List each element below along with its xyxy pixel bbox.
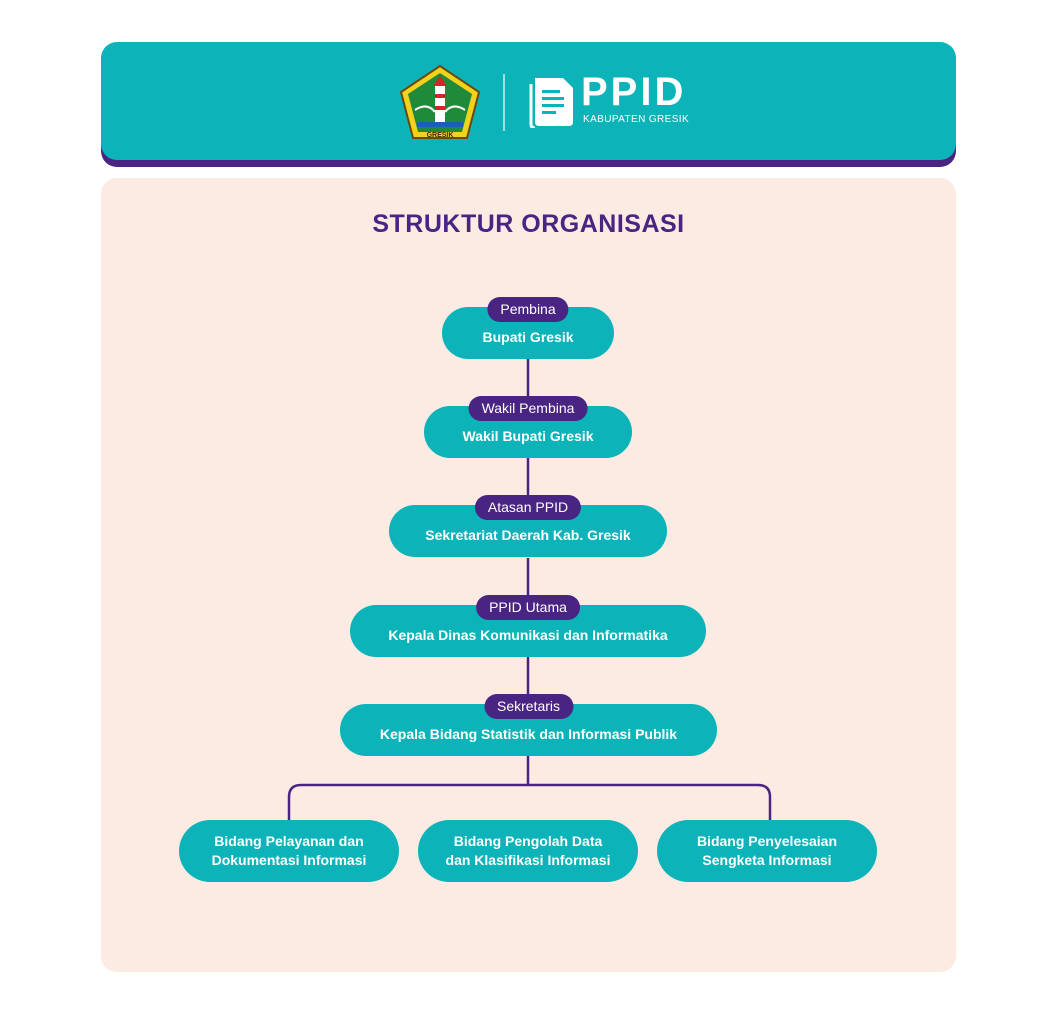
org-node-pembina: Bupati Gresik Pembina — [442, 297, 614, 359]
brand-title: PPID — [581, 70, 687, 114]
crest-caption: GRESIK — [427, 132, 454, 139]
gresik-crest-logo: GRESIK — [399, 64, 481, 139]
brand-subtitle: KABUPATEN GRESIK — [583, 114, 690, 125]
org-structure-panel: STRUKTUR ORGANISASI Bupati Gresik Pembin… — [101, 178, 956, 972]
branch-connector — [287, 783, 772, 820]
org-node-atasan-ppid: Sekretariat Daerah Kab. Gresik Atasan PP… — [389, 495, 667, 557]
division-pelayanan-dokumentasi: Bidang Pelayanan dan Dokumentasi Informa… — [179, 820, 399, 882]
node-role-badge: Atasan PPID — [474, 495, 582, 520]
org-node-wakil-pembina: Wakil Bupati Gresik Wakil Pembina — [424, 396, 632, 458]
node-name: Kepala Bidang Statistik dan Informasi Pu… — [340, 704, 717, 756]
org-node-ppid-utama: Kepala Dinas Komunikasi dan Informatika … — [350, 595, 706, 657]
org-node-sekretaris: Kepala Bidang Statistik dan Informasi Pu… — [340, 694, 717, 756]
header-divider — [503, 74, 505, 131]
node-role-badge: Wakil Pembina — [468, 396, 588, 421]
document-icon — [529, 78, 573, 128]
division-pengolah-data: Bidang Pengolah Data dan Klasifikasi Inf… — [418, 820, 638, 882]
header-banner: GRESIK PPID KABUPATEN GRESIK — [101, 42, 956, 160]
page-title: STRUKTUR ORGANISASI — [372, 210, 685, 238]
node-role-badge: PPID Utama — [476, 595, 580, 620]
division-penyelesaian-sengketa: Bidang Penyelesaian Sengketa Informasi — [657, 820, 877, 882]
node-role-badge: Pembina — [487, 297, 569, 322]
node-role-badge: Sekretaris — [483, 694, 574, 719]
